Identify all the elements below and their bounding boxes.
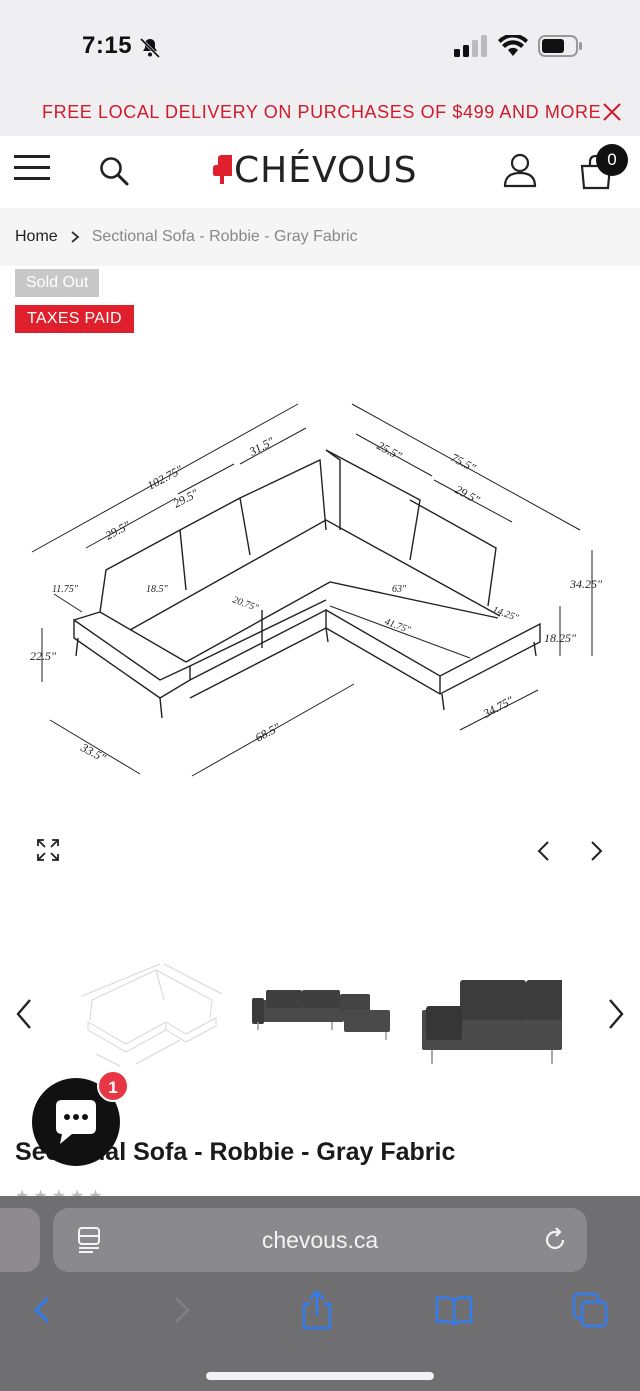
home-indicator[interactable] [206,1372,434,1380]
logo-text: CHÉVOUS [234,150,418,191]
dimension-label: 102.75" [145,462,186,493]
thumbnail-sofa-front[interactable] [248,960,398,1070]
breadcrumb-home-link[interactable]: Home [15,228,58,245]
dimension-label: 20.75" [231,594,261,614]
status-time: 7:15 [82,32,133,59]
back-arrow-icon[interactable] [30,1294,54,1326]
url-text: chevous.ca [261,1227,379,1253]
dimension-label: 41.75" [383,616,413,636]
dimension-label: 34.75" [480,693,517,721]
dimension-label: 31.5" [246,434,277,460]
dimension-label: 18.5" [146,584,169,595]
share-icon[interactable] [300,1290,334,1330]
chat-notification-badge: 1 [97,1070,129,1102]
cellular-signal-icon [454,35,487,57]
dimension-label: 34.25" [569,577,603,591]
browser-toolbar: chevous.ca [0,1196,640,1391]
address-bar[interactable]: chevous.ca [53,1208,587,1272]
battery-icon [538,35,582,57]
chevron-left-icon[interactable] [534,840,554,862]
site-header: CHÉVOUS [0,136,640,206]
chevron-right-icon[interactable] [586,840,606,862]
thumbnail-sofa-closeup[interactable] [422,960,562,1070]
tabs-icon[interactable] [572,1292,608,1328]
breadcrumb: Home Sectional Sofa - Robbie - Gray Fabr… [0,208,640,266]
close-icon[interactable] [602,102,622,122]
sold-out-badge: Sold Out [15,269,100,297]
dimension-label: 63" [392,584,407,595]
reader-mode-icon[interactable] [77,1226,103,1254]
chevron-right-icon[interactable] [602,996,628,1032]
promo-text: FREE LOCAL DELIVERY ON PURCHASES OF $499… [42,102,602,122]
chair-logo-icon [213,154,232,184]
dimension-label: 14.25" [491,604,521,624]
breadcrumb-current: Sectional Sofa - Robbie - Gray Fabric [91,228,358,245]
status-indicators [454,34,584,58]
bell-off-icon [139,37,161,59]
reload-icon[interactable] [541,1226,569,1254]
promo-banner: FREE LOCAL DELIVERY ON PURCHASES OF $499… [0,96,640,136]
cart-count-badge[interactable]: 0 [596,144,628,176]
dimension-label: 33.5" [78,740,109,766]
dimension-label: 18.25" [544,631,577,645]
hamburger-menu-icon[interactable] [14,154,50,182]
previous-tab-preview[interactable] [0,1208,40,1272]
wifi-icon [498,35,528,56]
dimension-label: 68.5" [253,720,283,745]
dimension-label: 25.5" [375,438,405,463]
taxes-paid-badge: TAXES PAID [15,305,134,333]
chevron-left-icon[interactable] [12,996,38,1032]
account-icon[interactable] [502,152,538,188]
forward-arrow-icon[interactable] [170,1294,194,1326]
expand-icon[interactable] [36,838,60,862]
chat-bubble-icon [56,1100,96,1144]
dimension-label: 22.5" [30,649,57,663]
search-icon[interactable] [98,155,130,187]
dimension-label: 29.5" [103,518,133,543]
bookmarks-icon[interactable] [434,1294,474,1326]
thumbnail-dimension-diagram[interactable] [76,960,226,1070]
product-dimension-diagram[interactable]: 102.75" 31.5" 29.5" 29.5" 25.5" 75.5" 29… [0,380,640,780]
chevron-right-icon [71,231,80,243]
dimension-label: 11.75" [52,584,79,595]
status-bar: 7:15 [0,0,640,96]
dimension-label: 29.5" [171,486,201,511]
site-logo[interactable]: CHÉVOUS [212,150,417,191]
